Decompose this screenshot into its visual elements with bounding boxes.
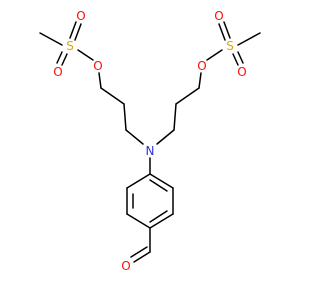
atom-o-left-ester: O: [93, 59, 102, 73]
atom-o-right-sulfonyl-bottom: O: [237, 65, 246, 79]
atom-o-right-ester: O: [197, 59, 206, 73]
bond-left-c1-c2: [100, 87, 125, 105]
bond-right-methyl-s: [237, 32, 261, 46]
bond-right-s-o-bottom-a: [232, 53, 239, 66]
atom-labels: O S O O O S O O N O: [53, 9, 246, 273]
bond-left-c2-c3: [123, 103, 127, 131]
ring-bond-3: [149, 213, 174, 229]
ring-double-1: [149, 179, 168, 192]
bond-right-c2-c3: [173, 103, 177, 131]
atom-o-aldehyde: O: [121, 259, 130, 273]
atom-o-right-sulfonyl-top: O: [214, 9, 223, 23]
bond-left-o-c1: [98, 72, 102, 89]
bond-c-o-double-a: [133, 251, 151, 263]
bond-right-s-o-top-a: [218, 23, 226, 41]
bond-right-s-o-ester: [206, 49, 223, 61]
bond-left-s-o-bottom-a: [56, 51, 63, 64]
bond-left-c3-n: [125, 129, 144, 145]
bond-right-o-c1: [198, 72, 202, 89]
bond-right-c3-n: [156, 129, 175, 145]
atom-n-center: N: [146, 144, 155, 158]
bond-c-o-double-b: [130, 246, 148, 258]
bond-right-s-o-bottom-b: [237, 51, 244, 64]
ring-bond-1: [149, 173, 174, 189]
bond-left-s-o-ester: [77, 49, 94, 61]
atom-s-right: S: [226, 39, 234, 53]
bond-right-s-o-top-b: [223, 21, 231, 39]
ring-bond-6: [126, 173, 151, 189]
ring-double-2: [149, 210, 168, 223]
bond-left-s-o-top-a: [69, 21, 77, 39]
chemical-structure-diagram: O S O O O S O O N O: [39, 9, 261, 273]
atom-s-left: S: [66, 39, 74, 53]
bond-left-methyl-s: [39, 32, 63, 46]
atom-o-left-sulfonyl-bottom: O: [53, 65, 62, 79]
atom-o-left-sulfonyl-top: O: [76, 9, 85, 23]
bond-left-s-o-bottom-b: [61, 53, 68, 66]
ring-bond-4: [126, 213, 151, 229]
bond-left-s-o-top-b: [74, 23, 82, 41]
bond-right-c1-c2: [175, 87, 200, 105]
bonds: [39, 21, 261, 263]
